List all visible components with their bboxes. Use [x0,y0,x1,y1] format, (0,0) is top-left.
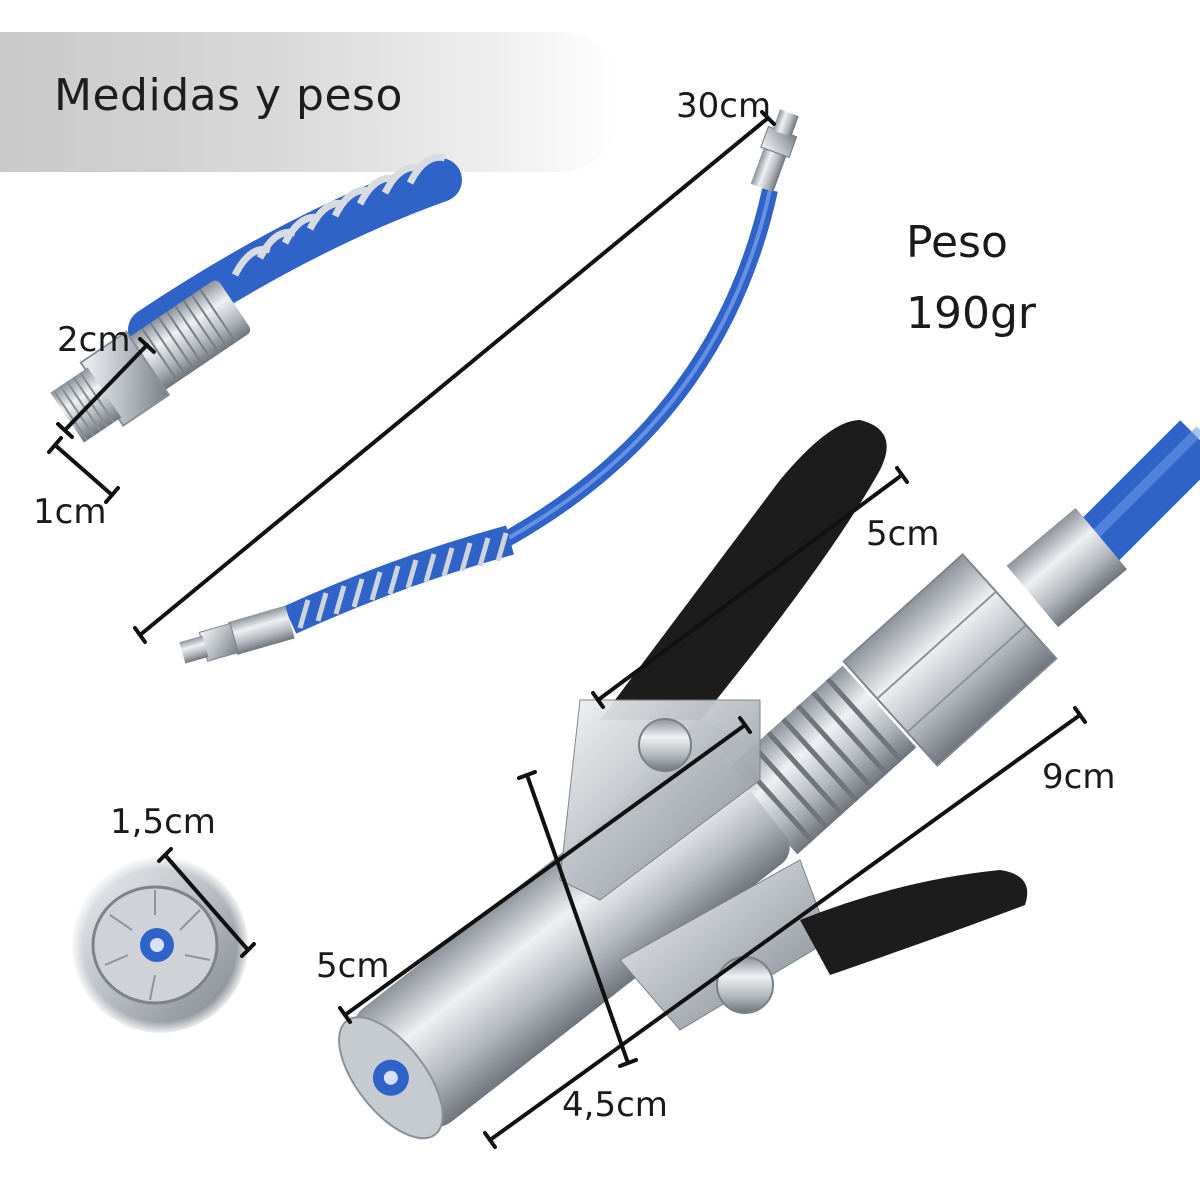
weight-value: 190gr [906,288,1037,339]
body-width-label: 4,5cm [562,1085,668,1125]
dimension-lines [47,110,1087,1149]
grease-coupler [338,420,1200,1140]
body-length-label: 5cm [316,946,390,986]
fitting-width-label: 2cm [57,320,131,360]
head-diameter-label: 1,5cm [110,802,216,842]
coupler-head-closeup [70,855,250,1035]
hose-length-label: 30cm [676,86,772,126]
flex-hose [179,109,799,664]
hose-end-fitting [50,153,462,443]
thread-length-label: 1cm [33,492,107,532]
weight-label: Peso [906,217,1008,268]
title-banner [0,32,620,172]
lever-width-label: 5cm [866,514,940,554]
page-title: Medidas y peso [54,70,403,121]
gun-length-label: 9cm [1042,757,1116,797]
